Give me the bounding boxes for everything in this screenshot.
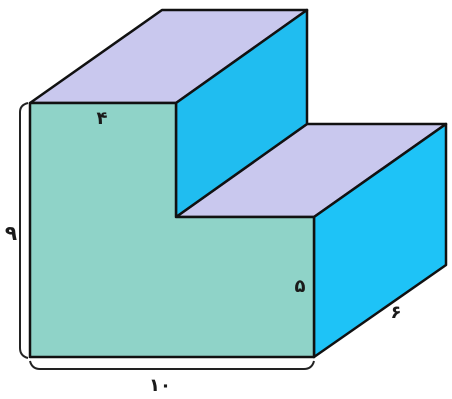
label-total-height: ۹: [5, 221, 17, 245]
label-front-top-width: ۴: [97, 108, 108, 129]
label-step-height: ۵: [295, 276, 306, 297]
height-dimension-bracket: [19, 102, 29, 359]
width-dimension-bracket: [29, 360, 315, 370]
label-total-width: ۱۰: [149, 375, 171, 396]
label-depth: ۶: [391, 302, 402, 323]
front-l-face: [28, 101, 316, 359]
